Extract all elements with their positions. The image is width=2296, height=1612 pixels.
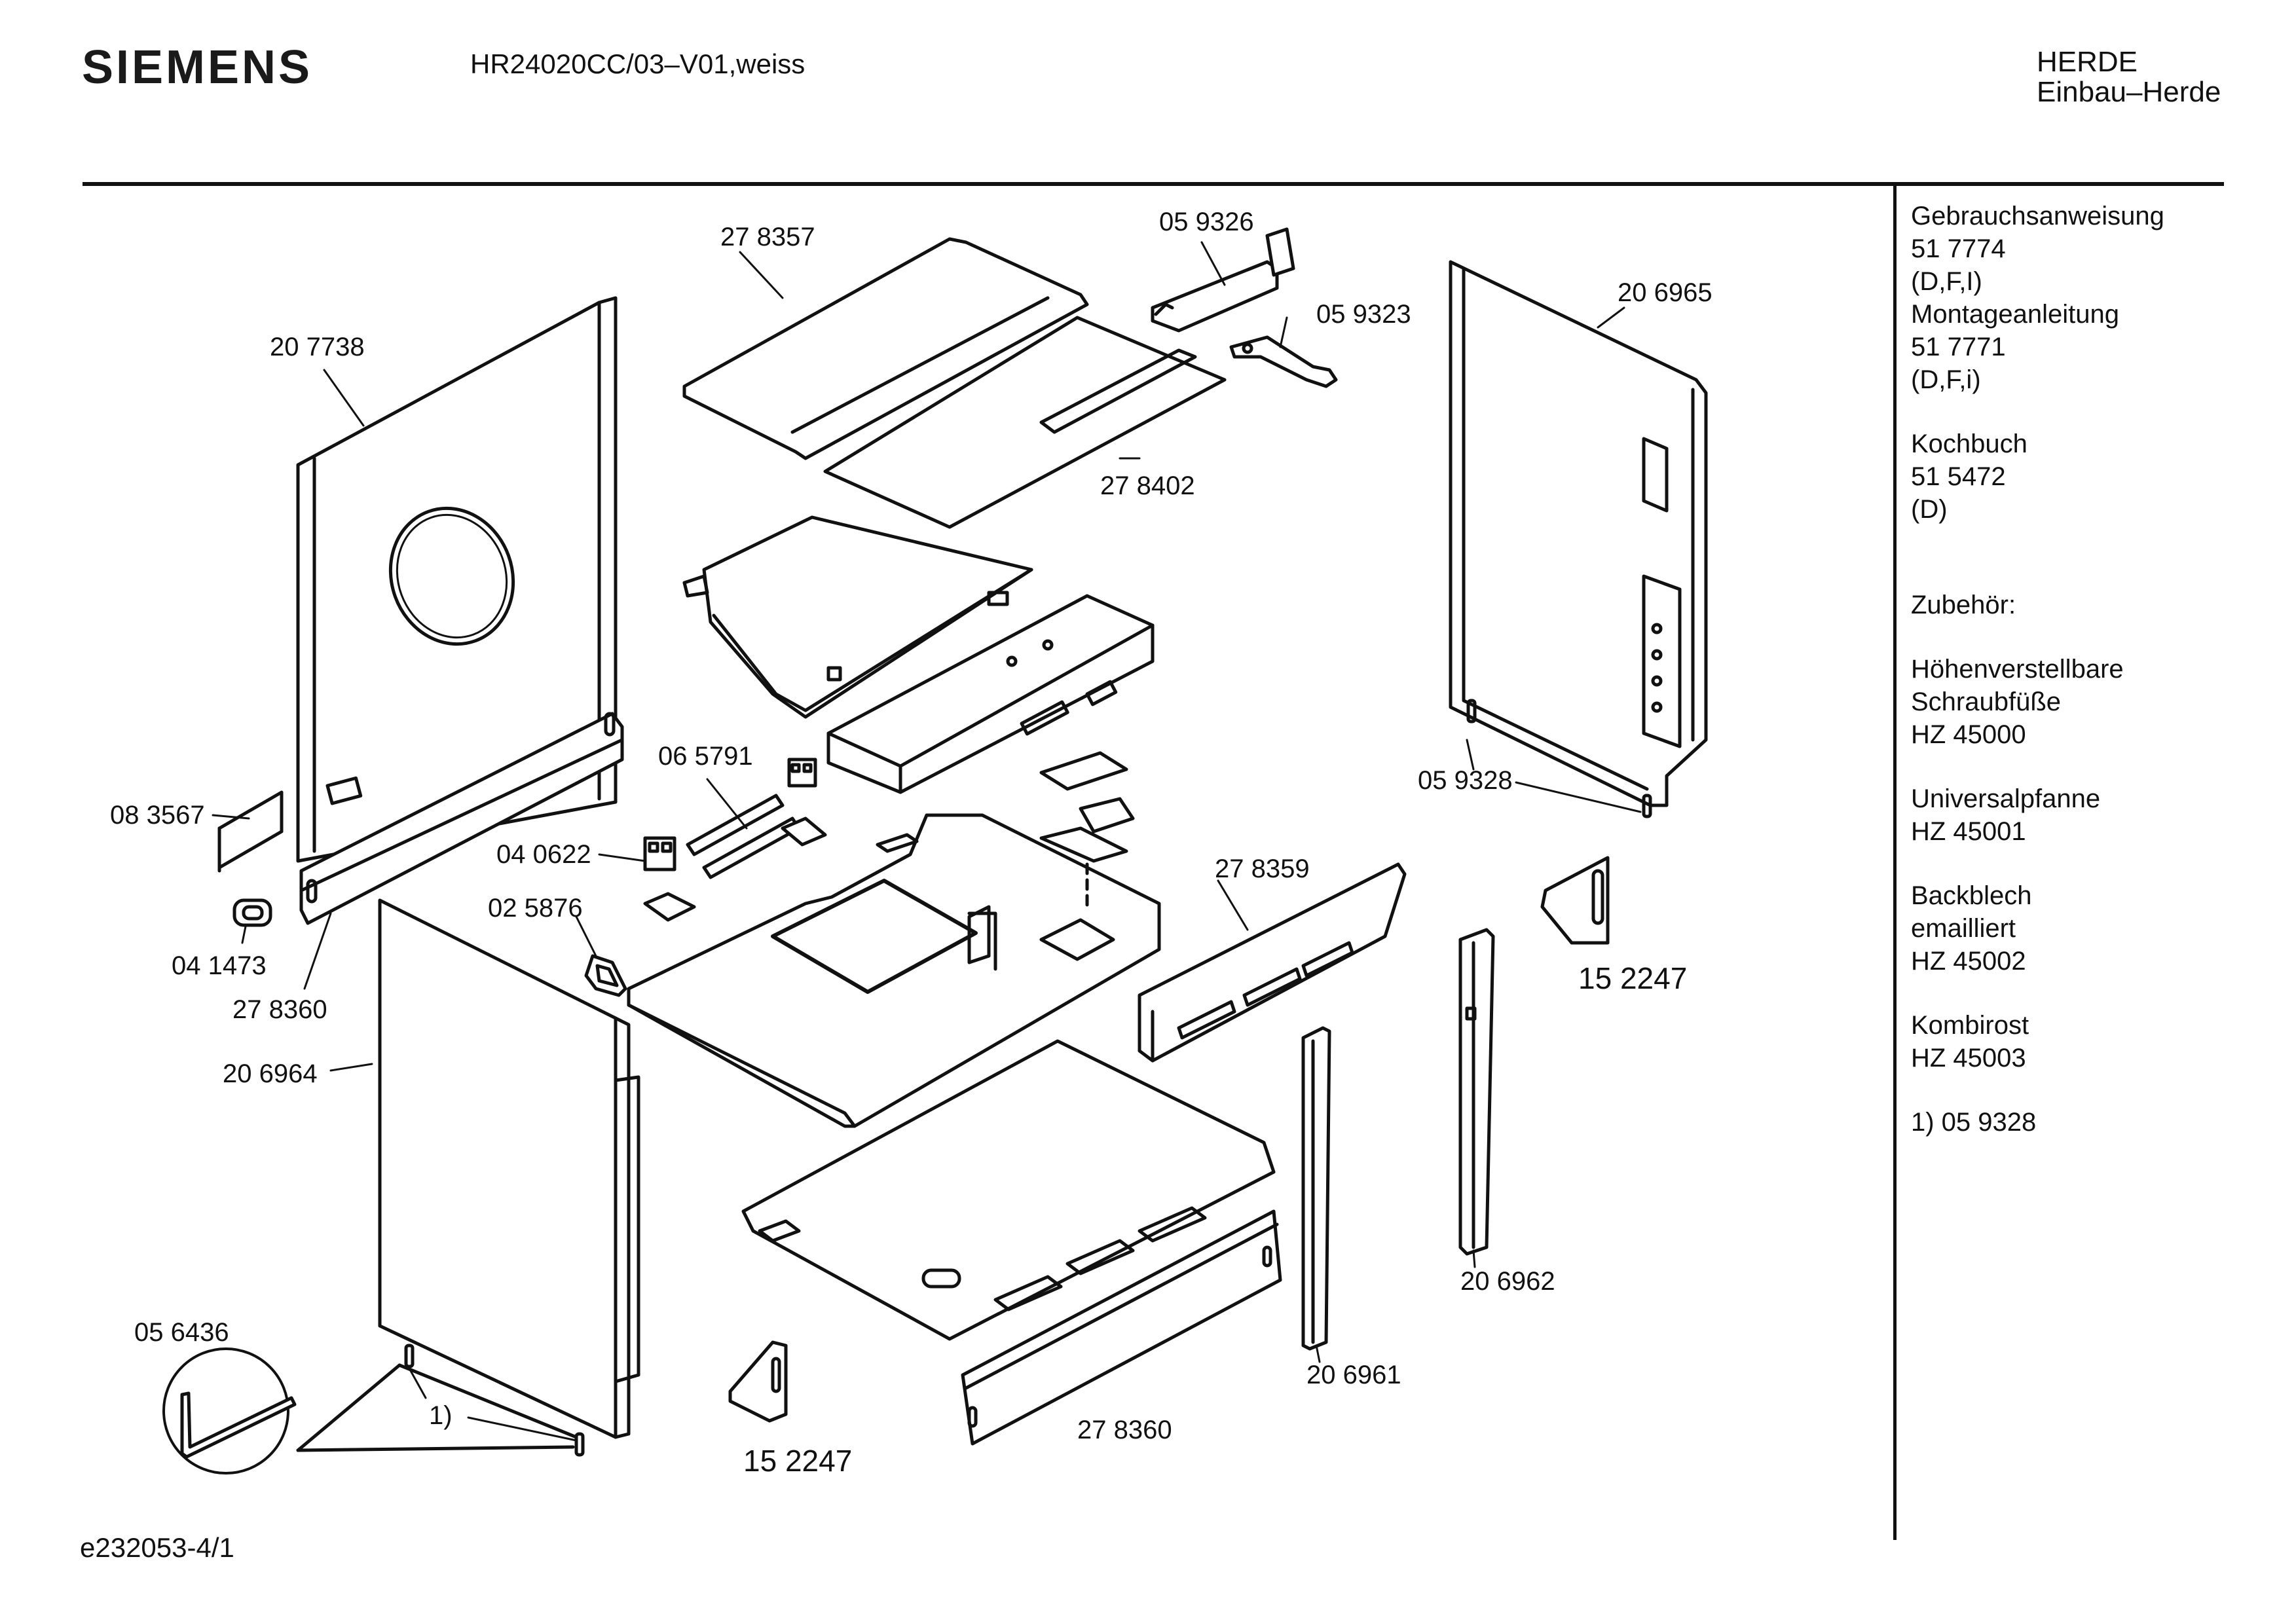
part-top-cover <box>682 237 1089 460</box>
label-206964: 20 6964 <box>223 1059 318 1088</box>
spacer <box>1911 978 2278 1009</box>
label-footnote-1: 1) <box>429 1401 453 1430</box>
part-lever <box>1229 335 1338 388</box>
spacer <box>1911 1074 2278 1106</box>
side-panel: Gebrauchsanweisung 51 7774 (D,F,I) Monta… <box>1911 200 2278 1139</box>
part-handle-bracket <box>1151 227 1295 333</box>
accessory-4-code: HZ 45003 <box>1911 1044 2026 1072</box>
side-panel-divider <box>1893 186 1897 1540</box>
label-206962: 20 6962 <box>1460 1267 1555 1296</box>
part-top-plate <box>823 316 1227 529</box>
spacer <box>1911 848 2278 879</box>
part-vertical-strip-206961 <box>1301 1026 1331 1351</box>
leader-lines <box>212 241 1642 1442</box>
accessory-3-line2: emailliert <box>1911 914 2016 943</box>
accessory-1-code: HZ 45000 <box>1911 720 2026 749</box>
part-heat-shield <box>682 515 1033 719</box>
spacer <box>1911 557 2278 589</box>
label-083567: 08 3567 <box>110 801 205 830</box>
accessory-1-line1: Höhenverstellbare <box>1911 655 2124 684</box>
label-206961: 20 6961 <box>1306 1361 1401 1389</box>
spacer <box>1911 751 2278 782</box>
label-059326: 05 9326 <box>1159 208 1254 236</box>
label-278360-bottom: 27 8360 <box>1077 1416 1172 1444</box>
kochbuch-number: 51 5472 <box>1911 462 2006 491</box>
part-bracket-083567 <box>217 790 284 873</box>
part-front-rail <box>1138 862 1407 1063</box>
part-bottom-floor <box>741 1039 1276 1341</box>
label-152247-right: 15 2247 <box>1578 961 1687 995</box>
zubehoer-title: Zubehör: <box>1911 591 2016 619</box>
spacer <box>1911 526 2278 557</box>
montage-number: 51 7771 <box>1911 333 2006 361</box>
part-left-side-panel <box>296 296 618 863</box>
part-clip-041473 <box>232 898 272 927</box>
part-front-left-panel <box>378 898 640 1439</box>
label-041473: 04 1473 <box>172 951 267 980</box>
exploded-parts-diagram: 27 8357 05 9326 05 9323 20 6965 20 7738 … <box>110 208 1713 1478</box>
part-insulation-box <box>826 594 1155 794</box>
spacer <box>1911 621 2278 653</box>
label-025876: 02 5876 <box>488 894 583 923</box>
label-059328: 05 9328 <box>1418 766 1513 795</box>
drawing-id: e232053-4/1 <box>80 1532 234 1563</box>
header-rule <box>83 182 2224 186</box>
category-subtitle: Einbau–Herde <box>2037 76 2221 108</box>
part-vertical-strip-206962 <box>1458 928 1495 1256</box>
gebrauch-title: Gebrauchsanweisung <box>1911 202 2164 230</box>
accessory-4-title: Kombirost <box>1911 1011 2029 1040</box>
part-foot-bracket-right <box>1540 856 1610 945</box>
category-title: HERDE <box>2037 46 2138 78</box>
model-number: HR24020CC/03–V01,weiss <box>470 48 805 79</box>
part-left-rail <box>299 712 624 925</box>
gebrauch-langs: (D,F,I) <box>1911 267 1982 296</box>
accessory-3-line1: Backblech <box>1911 881 2032 910</box>
spacer <box>1911 396 2278 428</box>
kochbuch-langs: (D) <box>1911 495 1948 524</box>
label-278357: 27 8357 <box>720 223 815 251</box>
label-059323: 05 9323 <box>1316 300 1411 329</box>
montage-title: Montageanleitung <box>1911 300 2120 329</box>
part-screws-059328 <box>404 699 1652 1457</box>
brand-logo: SIEMENS <box>82 41 313 94</box>
gebrauch-number: 51 7774 <box>1911 234 2006 263</box>
part-oven-tray <box>627 813 1161 1128</box>
part-bottom-rail <box>961 1209 1282 1446</box>
label-278360-left: 27 8360 <box>232 995 327 1024</box>
accessory-1-line2: Schraubfüße <box>1911 687 2062 716</box>
part-small-brackets <box>1039 751 1135 912</box>
part-foot-bracket-bottom <box>728 1340 788 1423</box>
label-152247-bottom: 15 2247 <box>743 1444 852 1478</box>
montage-langs: (D,F,i) <box>1911 365 1981 394</box>
label-065791: 06 5791 <box>658 742 753 771</box>
label-278402: 27 8402 <box>1100 471 1195 500</box>
accessory-2-code: HZ 45001 <box>1911 817 2026 846</box>
part-hex-key <box>162 1347 578 1475</box>
label-056436: 05 6436 <box>134 1318 229 1347</box>
part-grommet-025876 <box>584 954 627 997</box>
part-terminal-040622 <box>643 816 827 922</box>
label-207738: 20 7738 <box>270 333 365 361</box>
accessory-2-title: Universalpfanne <box>1911 784 2101 813</box>
label-278359: 27 8359 <box>1215 854 1310 883</box>
label-206965: 20 6965 <box>1618 278 1713 307</box>
label-040622: 04 0622 <box>496 840 591 869</box>
footnote: 1) 05 9328 <box>1911 1108 2037 1137</box>
part-right-side-panel <box>1449 260 1708 807</box>
part-socket-065791 <box>686 758 817 879</box>
kochbuch-title: Kochbuch <box>1911 430 2028 458</box>
accessory-3-code: HZ 45002 <box>1911 947 2026 976</box>
